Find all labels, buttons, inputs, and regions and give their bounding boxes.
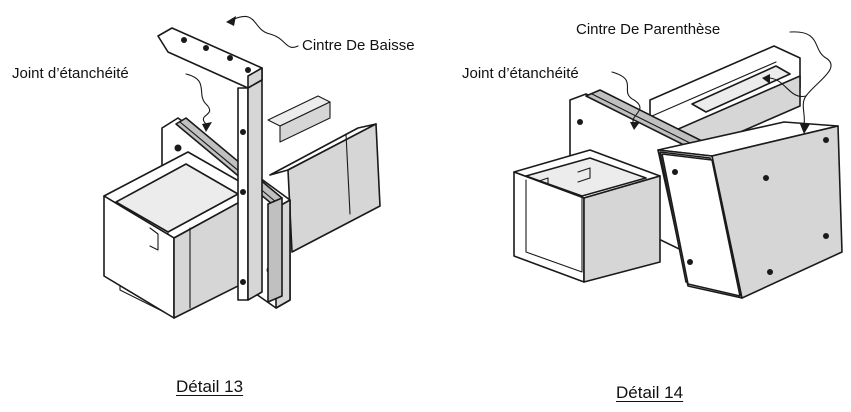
detail-13-bracket-leader — [231, 15, 299, 48]
detail-14-gasket-label: Joint d’étanchéité — [462, 65, 579, 82]
detail-13-drawing — [103, 15, 381, 319]
detail-13-bracket-label: Cintre De Baisse — [302, 37, 415, 54]
detail-14-caption: Détail 14 — [616, 383, 684, 402]
detail-13-caption: Détail 13 — [176, 377, 244, 396]
detail-14-drawing — [513, 31, 843, 299]
detail-13-rear-duct — [267, 95, 381, 253]
detail-14-gasket-leader — [611, 71, 641, 125]
detail-14-bracket — [657, 121, 843, 299]
detail-14-bracket-leader-2 — [769, 77, 807, 98]
detail-13-gasket-leader — [185, 73, 211, 125]
detail-13-gasket-label: Joint d’étanchéité — [12, 65, 129, 82]
detail-14-bracket-leader — [789, 31, 832, 125]
detail-14-bracket-label: Cintre De Parenthèse — [576, 21, 721, 38]
detail-14-front-duct — [513, 149, 661, 283]
detail-13-front-duct — [103, 151, 259, 319]
detail-13-bracket — [157, 27, 263, 301]
